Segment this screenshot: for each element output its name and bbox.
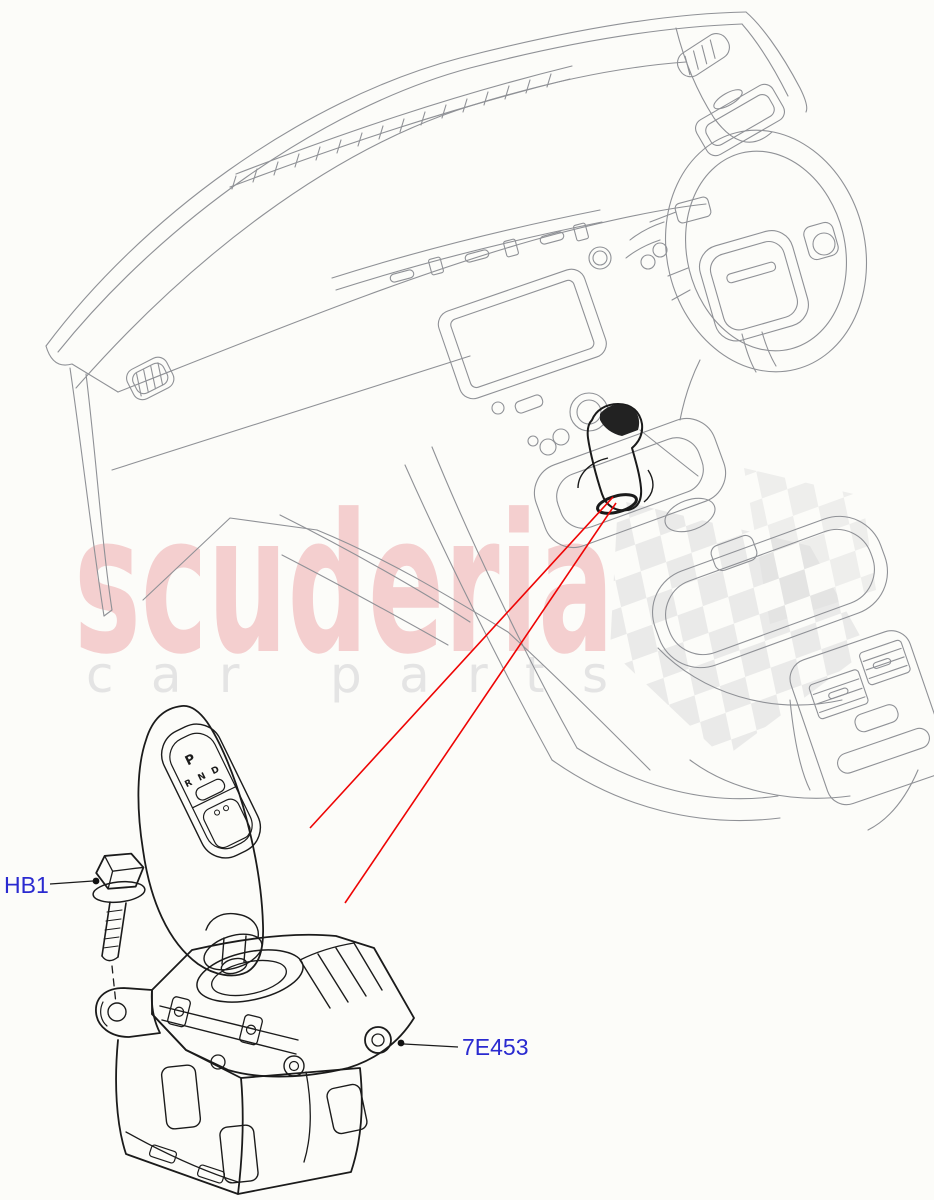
steering-wheel [625, 129, 868, 421]
red-callout-lines [309, 496, 617, 904]
dash-right-end [675, 27, 785, 157]
knob-marking-n: N [197, 771, 208, 783]
watermark-brand: scuderia [74, 473, 614, 697]
knob-marking-p: P [183, 752, 198, 770]
armrest [651, 515, 889, 799]
gear-knob-detail: P R N D [137, 705, 264, 977]
center-stack-rails [331, 209, 603, 291]
start-button [588, 246, 612, 270]
watermark-subtitle: car parts [86, 646, 608, 704]
defroster-vent-strip [229, 65, 573, 190]
left-side-vent [126, 356, 175, 401]
part-label-hb1[interactable]: HB1 [4, 872, 49, 898]
bolt [92, 852, 146, 1005]
callout-7e453: 7E453 [397, 1034, 529, 1060]
checkered-flag-watermark-upper [744, 468, 876, 624]
callout-dot-7e453 [397, 1039, 405, 1047]
selector-module [95, 933, 415, 1195]
center-console [279, 392, 781, 822]
touchscreen [437, 268, 607, 400]
knob-marking-r: R [183, 778, 194, 790]
vehicle-line-art [45, 11, 934, 831]
callout-hb1: HB1 [4, 872, 100, 898]
dash-left-end [69, 203, 707, 633]
dashboard-top-edge [45, 11, 808, 393]
part-label-7e453[interactable]: 7E453 [462, 1034, 529, 1060]
knob-marking-d: D [210, 765, 221, 777]
callout-dot-hb1 [92, 877, 100, 885]
rear-console-vents [789, 630, 934, 831]
installed-gear-knob [577, 403, 654, 515]
part-detail-art: P R N D [92, 705, 415, 1195]
watermark: scuderia car parts [74, 468, 876, 758]
shifter-surround-tray [533, 418, 727, 548]
